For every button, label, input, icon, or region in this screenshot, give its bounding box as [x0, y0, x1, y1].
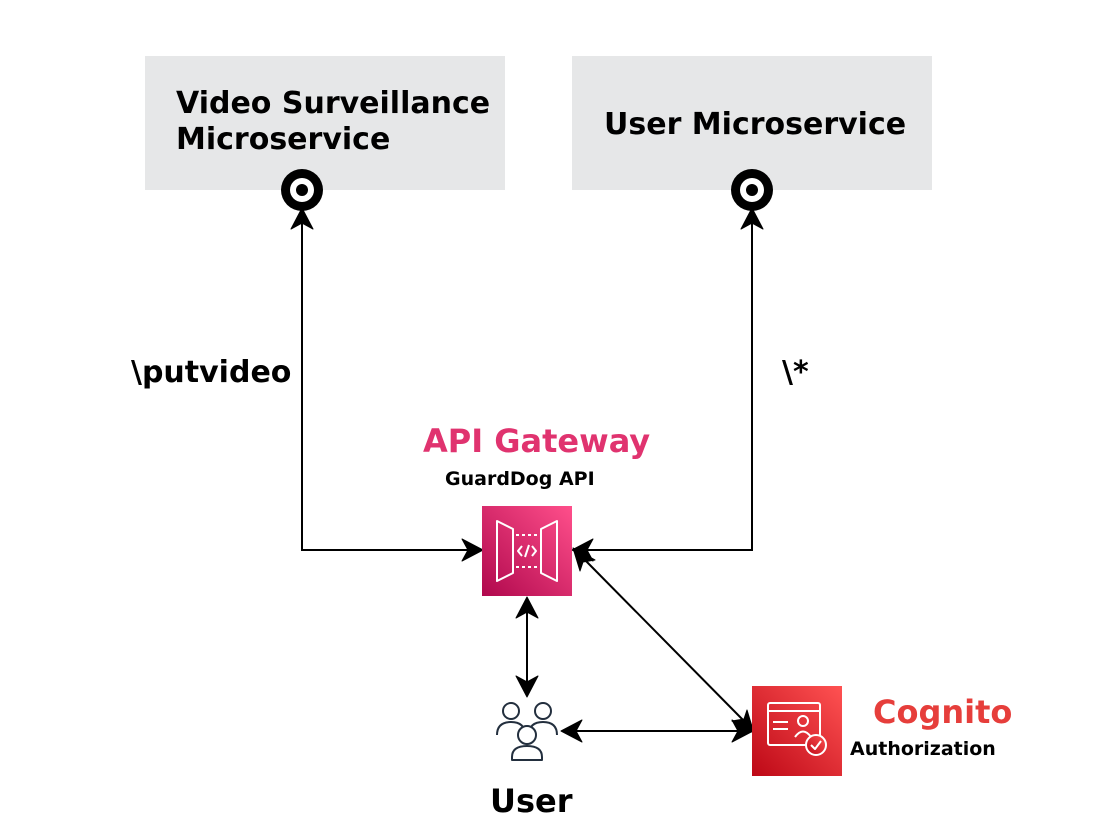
connector-user-gateway	[585, 222, 753, 551]
arrowhead-up-video	[290, 207, 314, 230]
cognito-icon	[752, 686, 842, 776]
route-label-putvideo: \putvideo	[131, 355, 292, 390]
connector-gateway-cognito	[583, 558, 746, 723]
arrowhead-up-gateway	[515, 596, 539, 619]
arrowhead-up-user	[740, 207, 764, 230]
video-surveillance-service-box: Video Surveillance Microservice	[145, 56, 505, 190]
arrowhead-left-user	[560, 719, 583, 743]
endpoint-icon	[281, 169, 323, 211]
user-service-title: User Microservice	[604, 107, 907, 142]
user-label: User	[490, 782, 573, 820]
arrowhead-right-gateway	[461, 538, 484, 562]
arrowhead-down-user	[515, 675, 539, 698]
api-gateway-title: API Gateway	[423, 422, 651, 460]
video-surveillance-service-title: Video Surveillance Microservice	[176, 86, 491, 157]
cognito-title: Cognito	[873, 693, 1013, 731]
endpoint-icon	[731, 169, 773, 211]
api-gateway-subtitle: GuardDog API	[445, 468, 595, 490]
cognito-subtitle: Authorization	[850, 738, 996, 760]
user-service-box: User Microservice	[572, 56, 932, 190]
arrowhead-right-cognito	[731, 719, 754, 743]
route-label-wildcard: \*	[782, 355, 809, 390]
connector-video-gateway	[301, 222, 470, 551]
arrowhead-gateway-diagonal	[572, 547, 596, 572]
users-icon	[496, 702, 558, 761]
api-gateway-icon	[482, 506, 572, 596]
